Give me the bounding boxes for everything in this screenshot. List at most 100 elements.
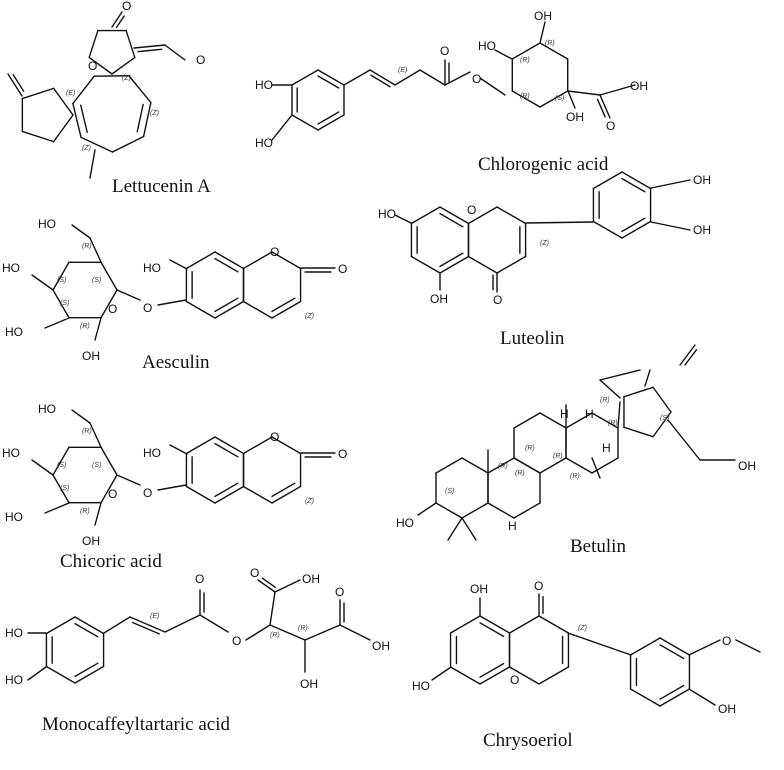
bond [479, 77, 506, 96]
bond [494, 49, 513, 60]
bond [508, 615, 540, 634]
stereo-descriptor: (R) [600, 397, 610, 404]
atom-label: OH [372, 639, 390, 653]
bond [245, 624, 271, 641]
bond [271, 251, 302, 270]
bond [479, 662, 505, 678]
bond [650, 179, 691, 189]
bond [52, 261, 70, 291]
bond [242, 436, 273, 455]
atom-label: O [232, 634, 241, 648]
bond [111, 135, 145, 153]
bond [525, 221, 594, 224]
bond [100, 474, 118, 504]
bond [591, 412, 619, 429]
bond [684, 349, 698, 366]
bond [214, 251, 245, 270]
bond [447, 517, 463, 541]
bond [27, 666, 47, 681]
atom-label: OH [82, 534, 100, 548]
bond [164, 44, 186, 61]
stereo-descriptor: (R) [80, 323, 90, 330]
bond [271, 114, 293, 141]
atom-label: O [270, 245, 279, 259]
bond [128, 75, 152, 104]
bond [461, 517, 477, 541]
atom-label: O [338, 262, 347, 276]
stereo-descriptor: (S) [92, 462, 101, 469]
bond [591, 457, 601, 479]
bond [410, 206, 441, 225]
bond [617, 401, 621, 429]
stereo-descriptor: (R) [298, 625, 308, 632]
stereo-descriptor: (S) [555, 95, 564, 102]
stereo-descriptor: (R) [498, 463, 508, 470]
bond [621, 220, 652, 239]
bond [133, 44, 166, 49]
bond [508, 666, 540, 685]
bond [539, 412, 567, 429]
bond [513, 457, 541, 474]
atom-label: HO [378, 207, 396, 221]
bond [261, 577, 276, 588]
stereo-descriptor: (E) [398, 67, 407, 74]
bond [74, 616, 105, 635]
atom-label: OH [566, 110, 584, 124]
bond [257, 579, 276, 593]
bond [479, 666, 511, 685]
stereo-descriptor: (E) [66, 90, 75, 97]
bond [271, 436, 302, 455]
bond [317, 69, 345, 86]
bond [271, 485, 302, 504]
bond [629, 688, 661, 707]
bond [89, 237, 102, 263]
bond [52, 87, 74, 116]
atom-label: O [195, 572, 204, 586]
bond [688, 639, 721, 656]
bond [129, 616, 166, 633]
bond [74, 662, 99, 678]
atom-label: O [467, 203, 476, 217]
atom-label: HO [478, 39, 496, 53]
atom-label: HO [255, 136, 273, 150]
atom-label: OH [470, 582, 488, 596]
bond [419, 69, 446, 86]
bond [242, 485, 273, 504]
bond [599, 94, 611, 119]
stereo-descriptor: (S) [60, 300, 69, 307]
atom-label: O [196, 53, 205, 67]
bond [136, 103, 144, 133]
bond [80, 104, 88, 133]
atom-label: O [143, 301, 152, 315]
molecule-name: Betulin [570, 536, 626, 557]
bond [592, 220, 623, 239]
bond [72, 75, 95, 105]
bond [304, 624, 341, 641]
bond [31, 274, 54, 291]
bond [439, 255, 470, 274]
atom-label: HO [396, 516, 414, 530]
bond [599, 84, 636, 96]
stereo-descriptor: (R) [270, 632, 280, 639]
bond [157, 484, 187, 491]
stereo-descriptor: (Z) [305, 498, 314, 505]
stereo-descriptor: (R) [520, 57, 530, 64]
bond [12, 73, 25, 92]
bond [199, 614, 229, 633]
bond [116, 289, 141, 301]
bond [511, 42, 541, 60]
bond [7, 73, 23, 97]
bond [394, 69, 421, 86]
bond [125, 29, 136, 59]
stereo-descriptor: (S) [660, 415, 669, 422]
atom-label: O [250, 566, 259, 580]
bond [242, 300, 273, 319]
stereo-descriptor: (R) [553, 453, 563, 460]
bond [479, 615, 511, 634]
atom-label: HO [5, 510, 23, 524]
bond [461, 457, 489, 474]
stereo-descriptor: (R) [570, 473, 580, 480]
bond [116, 474, 141, 486]
